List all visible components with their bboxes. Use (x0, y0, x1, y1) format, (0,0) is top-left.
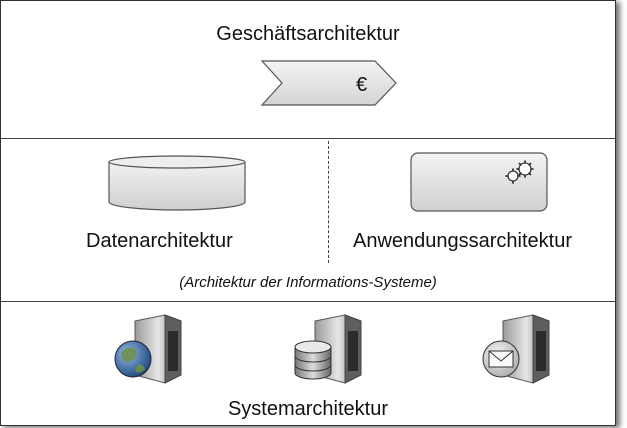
application-architecture-title: Anwendungssarchitektur (353, 230, 573, 252)
architecture-diagram: Geschäftsarchitektur € (0, 0, 616, 426)
mail-server-icon (482, 314, 550, 384)
web-server-globe-icon (114, 314, 182, 384)
data-architecture-title: Datenarchitektur (86, 230, 233, 252)
system-architecture-title: Systemarchitektur (227, 398, 389, 420)
information-systems-subtitle: (Architektur der Informations-Systeme) (179, 274, 437, 291)
value-chain-euro-icon: € (260, 60, 397, 106)
database-cylinder-icon (108, 155, 246, 211)
database-server-icon (294, 314, 362, 384)
euro-symbol: € (356, 74, 367, 96)
layer-divider-bottom (1, 301, 615, 302)
application-gears-icon (410, 152, 548, 212)
layer-divider-top (1, 138, 615, 139)
business-architecture-title: Geschäftsarchitektur (216, 23, 400, 45)
dashed-separator (328, 141, 329, 263)
